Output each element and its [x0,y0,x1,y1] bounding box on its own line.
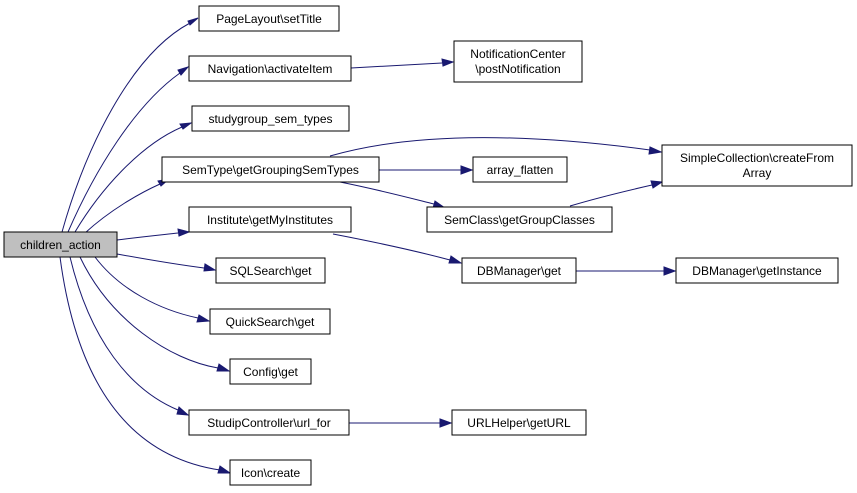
edge-root-to-institute [116,228,191,241]
node-label-line-1: SimpleCollection\createFrom [680,151,834,165]
edge-root-to-semtype [84,178,171,234]
node-label: array_flatten [487,163,554,177]
node-label: Config\get [243,365,298,379]
node-label: DBManager\getInstance [692,264,822,278]
node-label: SemClass\getGroupClasses [444,213,595,227]
node-label-line-2: Array [743,166,772,180]
node-label-line-2: \postNotification [475,62,560,76]
node-config-get[interactable]: Config\get [229,358,312,385]
node-label-line-1: NotificationCenter [470,47,565,61]
node-notificationcenter-postnotification[interactable]: NotificationCenter \postNotification [453,40,583,83]
node-label: DBManager\get [477,264,562,278]
node-icon-create[interactable]: Icon\create [229,459,312,486]
node-label: QuickSearch\get [226,315,315,329]
node-dbmanager-getinstance[interactable]: DBManager\getInstance [675,257,839,284]
edge-root-to-sqlsearch [116,253,217,272]
edge-root-to-studipcontroller [69,256,190,416]
node-simplecollection-createfromarray[interactable]: SimpleCollection\createFrom Array [661,144,853,187]
node-label: Icon\create [241,466,301,480]
node-label: studygroup_sem_types [208,112,332,126]
edge-root-to-pagelayout-settitle [61,17,199,233]
node-semtype-getgroupingsemtypes[interactable]: SemType\getGroupingSemTypes [161,156,380,183]
node-label: URLHelper\getURL [467,416,571,430]
node-urlhelper-geturl[interactable]: URLHelper\getURL [451,409,587,436]
node-sqlsearch-get[interactable]: SQLSearch\get [215,257,326,284]
edge-root-to-quicksearch [94,256,211,323]
node-pagelayout-settitle[interactable]: PageLayout\setTitle [198,5,340,32]
node-semclass-getgroupclasses[interactable]: SemClass\getGroupClasses [426,206,613,233]
node-navigation-activateitem[interactable]: Navigation\activateItem [188,55,352,82]
edge-semtype-to-simplecollection [329,137,663,157]
node-label: SemType\getGroupingSemTypes [182,163,359,177]
edge-dbmanager-get-to-getinstance [576,266,677,276]
edge-semtype-to-semclass [339,181,447,209]
node-institute-getmyinstitutes[interactable]: Institute\getMyInstitutes [188,206,352,233]
node-array-flatten[interactable]: array_flatten [472,156,568,183]
edges-layer [59,17,677,474]
node-label: Institute\getMyInstitutes [207,213,333,227]
nodes-layer: children_action PageLayout\setTitle Navi… [3,5,853,486]
node-label: PageLayout\setTitle [216,12,322,26]
edge-root-to-icon-create [59,256,232,474]
node-children-action[interactable]: children_action [3,231,118,258]
edge-root-to-config-get [79,256,231,372]
node-label: SQLSearch\get [229,264,312,278]
node-label: Navigation\activateItem [208,62,333,76]
node-studipcontroller-url-for[interactable]: StudipController\url_for [188,409,350,436]
node-studygroup-sem-types[interactable]: studygroup_sem_types [191,105,350,132]
edge-navigation-to-notificationcenter [350,58,455,69]
edge-semtype-to-array-flatten [379,165,474,175]
node-dbmanager-get[interactable]: DBManager\get [461,257,577,284]
node-label: children_action [20,238,101,252]
edge-semclass-to-simplecollection [569,180,664,207]
edge-root-to-studygroup-sem-types [74,122,193,233]
node-quicksearch-get[interactable]: QuickSearch\get [209,308,331,335]
edge-root-to-navigation-activateitem [67,66,190,233]
node-label: StudipController\url_for [207,416,330,430]
edge-institute-to-dbmanager-get [332,233,463,264]
edge-studipcontroller-to-urlhelper [349,418,453,428]
